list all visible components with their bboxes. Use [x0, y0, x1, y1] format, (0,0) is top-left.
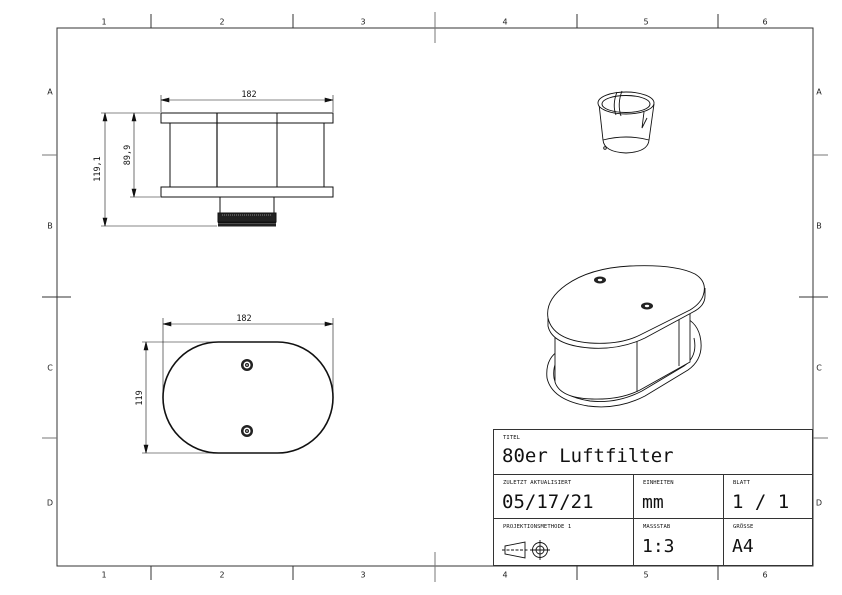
zone-row-a-left: A — [47, 87, 53, 97]
zone-row-b-left: B — [47, 221, 53, 231]
sheet-value: 1 / 1 — [732, 491, 790, 513]
scale-label: MASSSTAB — [643, 524, 671, 530]
zone-col-4-top: 4 — [502, 17, 508, 27]
top-width-dimension: 182 — [236, 314, 251, 324]
mounting-hole-top — [241, 359, 253, 371]
top-view — [162, 341, 334, 454]
iso-mounting-hole-2 — [641, 302, 653, 310]
units-label: EINHEITEN — [643, 480, 674, 486]
zone-col-1-bottom: 1 — [101, 570, 107, 580]
zone-col-6-bottom: 6 — [762, 570, 768, 580]
title-block: TITEL 80er Luftfilter ZULETZT AKTUALISIE… — [493, 429, 813, 566]
size-label: GRÖSSE — [733, 524, 754, 530]
iso-mounting-hole-1 — [594, 276, 606, 284]
title-cell: TITEL 80er Luftfilter — [494, 430, 812, 475]
updated-value: 05/17/21 — [502, 491, 594, 513]
zone-col-5-bottom: 5 — [643, 570, 649, 580]
units-value: mm — [642, 492, 664, 513]
top-view-dimensions — [142, 318, 334, 454]
size-value: A4 — [732, 536, 754, 557]
zone-row-d-left: D — [46, 498, 54, 508]
top-height-dimension: 119 — [135, 390, 145, 405]
updated-cell: ZULETZT AKTUALISIERT 05/17/21 — [494, 475, 634, 519]
zone-row-d-right: D — [815, 498, 823, 508]
updated-label: ZULETZT AKTUALISIERT — [503, 480, 572, 486]
sheet-label: BLATT — [733, 480, 751, 486]
zone-col-2-bottom: 2 — [219, 570, 225, 580]
title-label: TITEL — [503, 435, 521, 441]
zone-row-a-right: A — [816, 87, 822, 97]
size-cell: GRÖSSE A4 — [724, 519, 812, 565]
side-body-height-dimension: 89,9 — [123, 145, 133, 165]
zone-col-5-top: 5 — [643, 17, 649, 27]
zone-col-4-bottom: 4 — [502, 570, 508, 580]
zone-col-3-bottom: 3 — [360, 570, 366, 580]
mounting-hole-bottom — [241, 425, 253, 437]
scale-value: 1:3 — [642, 536, 675, 557]
units-cell: EINHEITEN mm — [634, 475, 724, 519]
zone-row-c-left: C — [47, 363, 53, 373]
zone-row-c-right: C — [816, 363, 822, 373]
first-angle-projection-icon — [502, 540, 550, 560]
sheet-cell: BLATT 1 / 1 — [724, 475, 812, 519]
side-view — [160, 112, 334, 227]
zone-col-3-top: 3 — [360, 17, 366, 27]
filter-iso-view — [546, 265, 706, 408]
zone-col-6-top: 6 — [762, 17, 768, 27]
side-total-height-dimension: 119,1 — [93, 156, 103, 182]
projection-label: PROJEKTIONSMETHODE 1 — [503, 524, 572, 530]
title-value: 80er Luftfilter — [502, 445, 674, 467]
drawing-frame — [42, 12, 828, 582]
side-view-dimensions — [101, 95, 334, 227]
side-width-dimension: 182 — [241, 90, 256, 100]
zone-row-b-right: B — [816, 221, 822, 231]
zone-col-1-top: 1 — [101, 17, 107, 27]
adapter-iso-view — [597, 90, 655, 154]
projection-cell: PROJEKTIONSMETHODE 1 — [494, 519, 634, 565]
zone-col-2-top: 2 — [219, 17, 225, 27]
scale-cell: MASSSTAB 1:3 — [634, 519, 724, 565]
